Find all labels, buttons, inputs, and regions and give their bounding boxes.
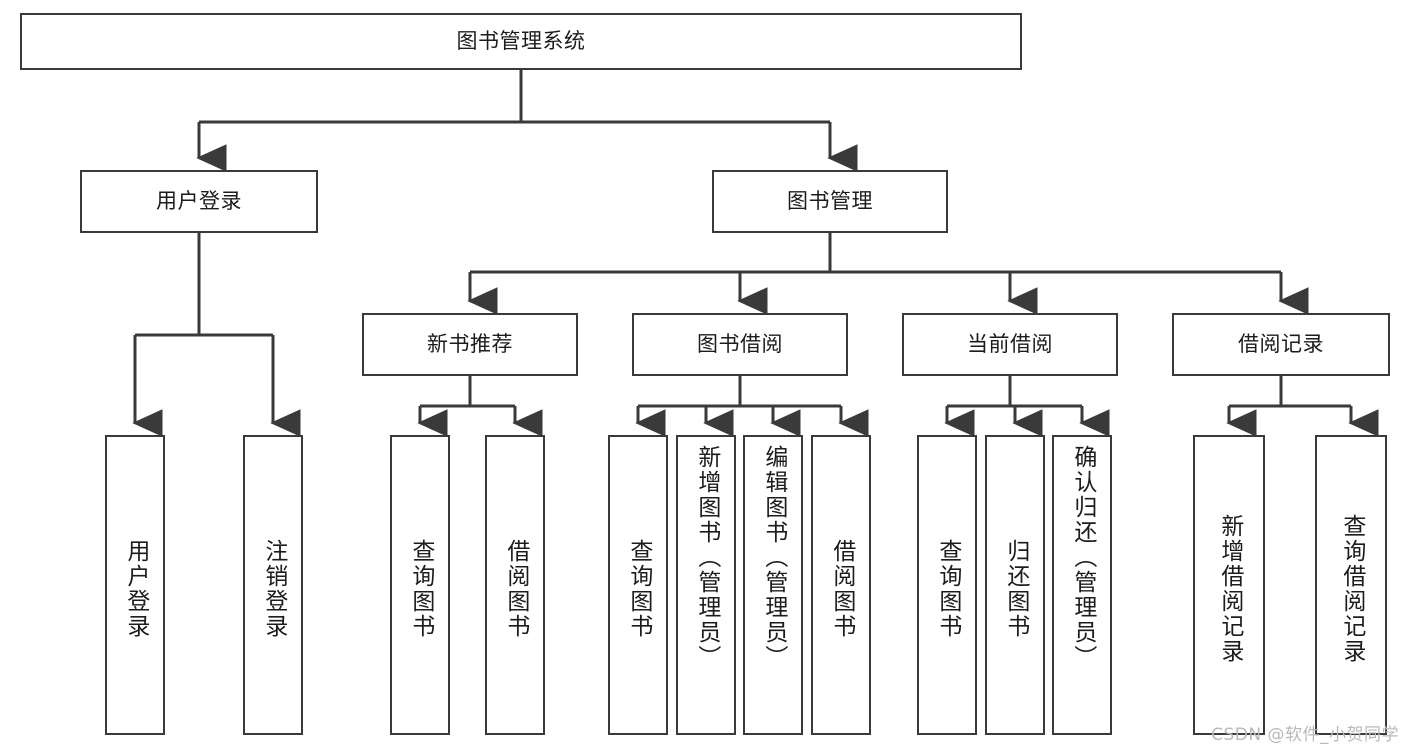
leaf-edit-book-admin-label: 编辑图书（管理员） xyxy=(760,445,787,670)
leaf-borrow-book-recommend[interactable]: 借阅图书 xyxy=(485,435,545,735)
node-borrow-record-label: 借阅记录 xyxy=(1238,332,1324,356)
leaf-query-book-current-label: 查询图书 xyxy=(934,539,961,639)
leaf-query-book-borrow-label: 查询图书 xyxy=(625,539,652,639)
leaf-add-book-admin-label: 新增图书（管理员） xyxy=(693,445,720,670)
leaf-add-borrow-record[interactable]: 新增借阅记录 xyxy=(1193,435,1265,735)
leaf-borrow-book-recommend-label: 借阅图书 xyxy=(502,539,529,639)
node-new-book-recommend[interactable]: 新书推荐 xyxy=(362,313,578,376)
leaf-edit-book-admin[interactable]: 编辑图书（管理员） xyxy=(743,435,803,735)
node-root[interactable]: 图书管理系统 xyxy=(20,13,1022,70)
node-user-login[interactable]: 用户登录 xyxy=(80,170,318,233)
node-borrow-record[interactable]: 借阅记录 xyxy=(1172,313,1390,376)
leaf-add-borrow-record-label: 新增借阅记录 xyxy=(1216,514,1243,664)
node-book-management-label: 图书管理 xyxy=(787,189,873,213)
leaf-return-book-label: 归还图书 xyxy=(1002,539,1029,639)
node-book-borrow-label: 图书借阅 xyxy=(697,332,783,356)
leaf-user-login[interactable]: 用户登录 xyxy=(105,435,165,735)
node-user-login-label: 用户登录 xyxy=(156,189,242,213)
leaf-confirm-return-admin-label: 确认归还（管理员） xyxy=(1069,445,1096,670)
leaf-query-book-current[interactable]: 查询图书 xyxy=(917,435,977,735)
node-new-book-recommend-label: 新书推荐 xyxy=(427,332,513,356)
watermark: CSDN @软件_小贺同学 xyxy=(1211,725,1399,745)
leaf-query-book-recommend[interactable]: 查询图书 xyxy=(390,435,450,735)
node-book-management[interactable]: 图书管理 xyxy=(712,170,948,233)
leaf-logout[interactable]: 注销登录 xyxy=(243,435,303,735)
node-current-borrow-label: 当前借阅 xyxy=(967,332,1053,356)
leaf-confirm-return-admin[interactable]: 确认归还（管理员） xyxy=(1052,435,1112,735)
node-current-borrow[interactable]: 当前借阅 xyxy=(902,313,1118,376)
leaf-query-book-borrow[interactable]: 查询图书 xyxy=(608,435,668,735)
leaf-logout-label: 注销登录 xyxy=(260,539,287,639)
node-root-label: 图书管理系统 xyxy=(456,29,586,53)
leaf-query-book-recommend-label: 查询图书 xyxy=(407,539,434,639)
node-book-borrow[interactable]: 图书借阅 xyxy=(632,313,848,376)
leaf-borrow-book[interactable]: 借阅图书 xyxy=(811,435,871,735)
leaf-add-book-admin[interactable]: 新增图书（管理员） xyxy=(676,435,736,735)
leaf-query-borrow-record-label: 查询借阅记录 xyxy=(1338,514,1365,664)
leaf-borrow-book-label: 借阅图书 xyxy=(828,539,855,639)
leaf-return-book[interactable]: 归还图书 xyxy=(985,435,1045,735)
leaf-user-login-label: 用户登录 xyxy=(122,539,149,639)
leaf-query-borrow-record[interactable]: 查询借阅记录 xyxy=(1315,435,1387,735)
